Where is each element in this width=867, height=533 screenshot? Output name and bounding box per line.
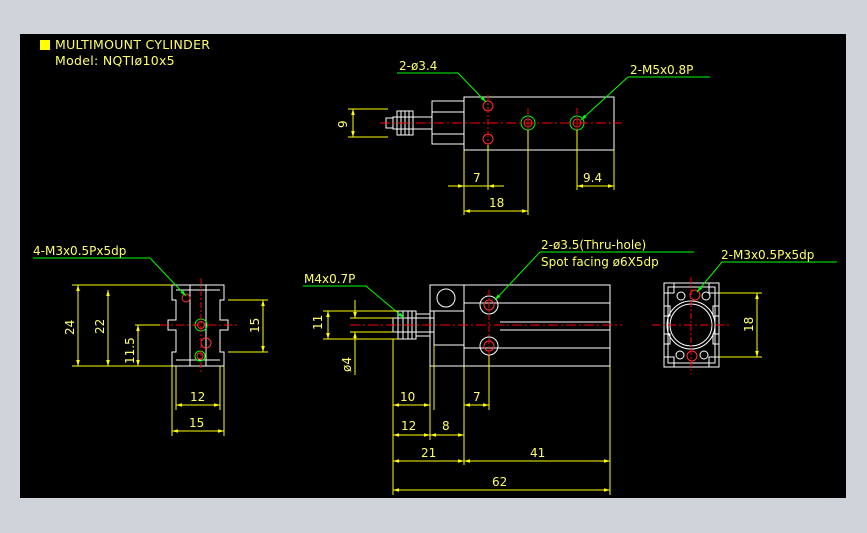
leader-side-tapped: [33, 257, 187, 297]
dim-side-15h: 15: [189, 416, 204, 430]
dim-front-21: 21: [421, 446, 436, 460]
title-text: MULTIMOUNT CYLINDER: [55, 37, 211, 52]
dim-side-24: 24: [63, 320, 77, 335]
side-left-view: 4-M3x0.5Px5dp 24 22 11.5 15 12 15: [33, 244, 268, 436]
dim-side-115: 11.5: [123, 337, 137, 364]
side-hole-bot: [194, 350, 206, 362]
title-block: MULTIMOUNT CYLINDER Model: NQTIø10x5: [40, 37, 210, 69]
end-hole-1: [689, 289, 701, 301]
dim-top-94: 9.4: [583, 171, 602, 185]
label-end-tapped: 2-M3x0.5Px5dp: [721, 248, 814, 262]
label-thru-hole: 2-ø3.5(Thru-hole): [541, 238, 646, 252]
leader-end-tapped: [696, 261, 837, 293]
dim-front-11: 11: [311, 315, 325, 330]
dim-side-15v: 15: [248, 318, 262, 333]
label-rod-thread: M4x0.7P: [304, 272, 355, 286]
top-view: 2-ø3.4 2-M5x0.8P 9 7 9.4 18: [336, 59, 710, 215]
dim-front-10: 10: [400, 390, 415, 404]
dim-side-12: 12: [190, 390, 205, 404]
title-line-1: MULTIMOUNT CYLINDER: [40, 37, 210, 53]
front-rod-nut: [397, 310, 417, 340]
dim-top-18: 18: [489, 196, 504, 210]
label-port-thread: 2-M5x0.8P: [630, 63, 693, 77]
leader-rod-thread: [303, 285, 405, 319]
leader-thru-hole: [494, 251, 694, 301]
dim-front-8: 8: [442, 419, 450, 433]
dim-top-9: 9: [336, 120, 350, 128]
dim-front-d4: ø4: [340, 357, 354, 372]
end-view: 2-M3x0.5Px5dp 18: [652, 248, 837, 374]
dim-side-22: 22: [93, 319, 107, 334]
leader-port-thread: [580, 76, 710, 121]
dim-top-7: 7: [473, 171, 481, 185]
end-hole-2: [686, 350, 698, 362]
dim-front-41: 41: [530, 446, 545, 460]
side-hole-top: [181, 293, 191, 303]
model-line: Model: NQTIø10x5: [55, 53, 175, 68]
label-holes-34: 2-ø3.4: [399, 59, 437, 73]
leader-holes-34: [397, 72, 487, 103]
label-side-tapped: 4-M3x0.5Px5dp: [33, 244, 126, 258]
dim-end-18: 18: [742, 317, 756, 332]
dim-front-12: 12: [401, 419, 416, 433]
dim-front-7: 7: [473, 390, 481, 404]
title-marker-icon: [40, 40, 50, 50]
dim-front-62: 62: [492, 475, 507, 489]
label-spot-facing: Spot facing ø6X5dp: [541, 255, 659, 269]
front-view: M4x0.7P 2-ø3.5(Thru-hole) Spot facing ø6…: [303, 238, 694, 495]
